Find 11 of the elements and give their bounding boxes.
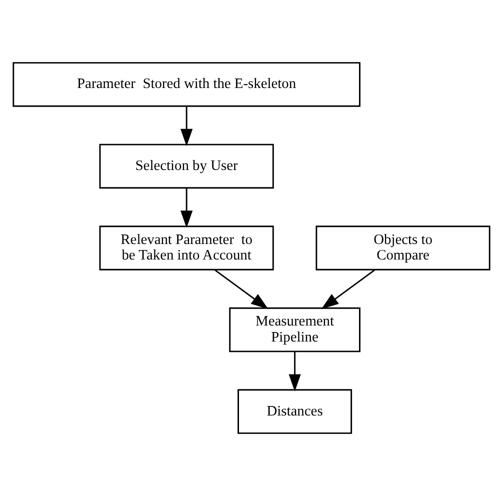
node-box: Parameter Stored with the E-skeleton — [12, 62, 360, 107]
arrow — [288, 352, 301, 392]
arrow — [180, 188, 193, 228]
node-box: Relevant Parameter to be Taken into Account — [99, 226, 274, 270]
node-box: Selection by User — [99, 144, 274, 189]
arrow — [180, 106, 193, 146]
node-box: Measurement Pipeline — [229, 307, 360, 352]
node-box: Distances — [238, 389, 352, 434]
arrow — [321, 269, 375, 310]
node-box: Objects to Compare — [316, 226, 490, 270]
arrow — [214, 269, 268, 310]
